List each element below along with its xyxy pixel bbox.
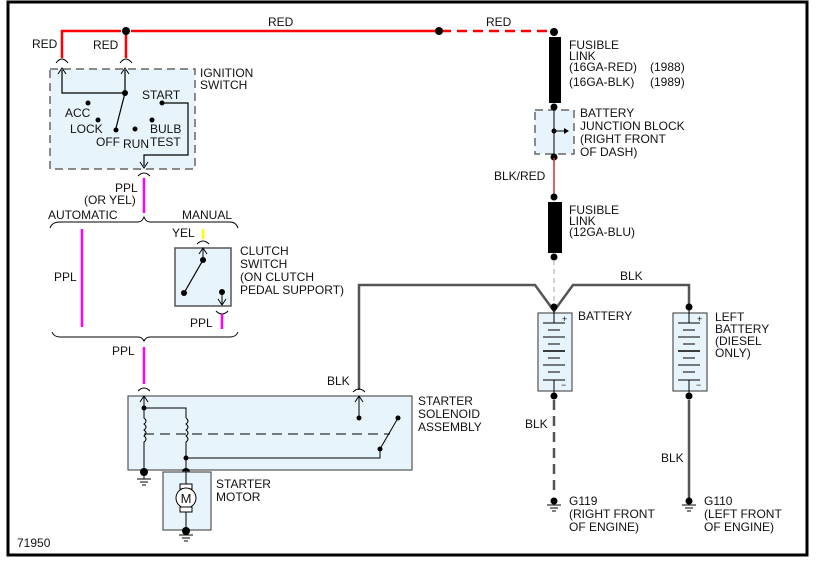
wire-label-ppl-auto: PPL bbox=[54, 270, 77, 284]
ground-g119-label-2: (RIGHT FRONT bbox=[569, 507, 655, 521]
motor-symbol: M bbox=[181, 491, 192, 506]
left-battery-label-2: BATTERY bbox=[715, 322, 769, 336]
ignition-switch-label-2: SWITCH bbox=[200, 78, 247, 92]
solenoid-label-1: STARTER bbox=[418, 394, 473, 408]
wire-label-ppl-1: PPL bbox=[115, 181, 138, 195]
starter-motor-label-2: MOTOR bbox=[216, 490, 261, 504]
ground-g110-label-2: (LEFT FRONT bbox=[704, 507, 782, 521]
wire-label-red-mid: RED bbox=[93, 38, 119, 52]
branch-manual: MANUAL bbox=[182, 208, 232, 222]
fusible-link-top-label-2: LINK bbox=[569, 49, 596, 63]
starter-motor-label-1: STARTER bbox=[216, 477, 271, 491]
battery-minus: − bbox=[561, 380, 566, 390]
fusible-link-year-1989: (1989) bbox=[650, 75, 685, 89]
position-run: RUN bbox=[123, 137, 149, 151]
solenoid-label-3: ASSEMBLY bbox=[418, 420, 482, 434]
connector-icon bbox=[137, 172, 151, 177]
connector-icon bbox=[352, 388, 366, 393]
position-start: START bbox=[142, 88, 181, 102]
left-battery-label-4: ONLY) bbox=[715, 346, 751, 360]
wire-label-blk-solenoid: BLK bbox=[327, 374, 350, 388]
fusible-link-bottom-label-3: (12GA-BLU) bbox=[569, 225, 635, 239]
wire-label-blk-batt: BLK bbox=[525, 417, 548, 431]
fusible-link-year-1988: (1988) bbox=[650, 60, 685, 74]
junction-block-label-4: OF DASH) bbox=[580, 145, 637, 159]
wire-label-yel: YEL bbox=[172, 226, 195, 240]
ground-g110-label-1: G110 bbox=[704, 494, 733, 508]
left-battery-label-1: LEFT bbox=[715, 310, 745, 324]
fusible-link-top bbox=[549, 37, 561, 103]
position-bulb: BULB bbox=[150, 122, 181, 136]
ignition-switch-label-1: IGNITION bbox=[200, 66, 253, 80]
branch-brace-bottom bbox=[51, 331, 239, 343]
wire-label-red-top2: RED bbox=[486, 15, 512, 29]
clutch-switch bbox=[174, 247, 232, 307]
junction-block-label-3: (RIGHT FRONT bbox=[580, 132, 666, 146]
ground-icon bbox=[547, 497, 561, 512]
red-wire-top bbox=[60, 27, 558, 58]
ground-g119-label-1: G119 bbox=[569, 494, 598, 508]
wire-label-blk-red: BLK/RED bbox=[494, 169, 546, 183]
left-battery-plus: + bbox=[697, 314, 702, 324]
connector-icon bbox=[55, 58, 69, 64]
fusible-link-bottom-label-1: FUSIBLE bbox=[569, 203, 619, 217]
connector-icon bbox=[137, 387, 151, 392]
wire-label-red-top1: RED bbox=[268, 15, 294, 29]
junction-block-label-1: BATTERY bbox=[580, 106, 634, 120]
branch-brace-top bbox=[49, 215, 239, 229]
fusible-link-top-label-1: FUSIBLE bbox=[569, 38, 619, 52]
clutch-switch-label-4: PEDAL SUPPORT) bbox=[240, 283, 344, 297]
wire-label-ppl-bottom: PPL bbox=[112, 344, 135, 358]
connector-icon bbox=[196, 240, 210, 245]
ground-icon bbox=[137, 472, 151, 486]
clutch-switch-label-1: CLUTCH bbox=[240, 244, 289, 258]
ground-icon bbox=[682, 497, 696, 512]
wire-label-blk-top: BLK bbox=[620, 269, 643, 283]
starter-solenoid bbox=[127, 395, 413, 476]
figure-id: 71950 bbox=[17, 536, 51, 550]
position-lock: LOCK bbox=[70, 122, 103, 136]
starter-motor bbox=[162, 471, 212, 542]
position-off: OFF bbox=[96, 135, 120, 149]
position-test: TEST bbox=[150, 135, 181, 149]
ground-g110-label-3: OF ENGINE) bbox=[704, 520, 774, 534]
battery-junction-block bbox=[534, 103, 575, 161]
fusible-link-bottom bbox=[548, 202, 562, 253]
wire-label-ppl-2: (OR YEL) bbox=[84, 193, 136, 207]
battery bbox=[537, 303, 573, 400]
junction-block-label-2: JUNCTION BLOCK bbox=[580, 119, 685, 133]
connector-icon bbox=[119, 58, 133, 64]
solenoid-label-2: SOLENOID bbox=[418, 407, 480, 421]
left-battery-minus: − bbox=[696, 380, 701, 390]
ground-g119-label-3: OF ENGINE) bbox=[569, 520, 639, 534]
branch-automatic: AUTOMATIC bbox=[48, 208, 118, 222]
fusible-link-spec-1989: (16GA-BLK) bbox=[569, 75, 634, 89]
fusible-link-spec-1988: (16GA-RED) bbox=[569, 60, 637, 74]
left-battery-label-3: (DIESEL bbox=[715, 334, 762, 348]
wire-label-ppl-clutch: PPL bbox=[190, 316, 213, 330]
clutch-switch-label-3: (ON CLUTCH bbox=[240, 270, 314, 284]
fusible-link-bottom-label-2: LINK bbox=[569, 214, 596, 228]
left-battery bbox=[672, 303, 708, 400]
ignition-switch bbox=[49, 67, 196, 170]
battery-label: BATTERY bbox=[578, 309, 632, 323]
battery-plus: + bbox=[562, 314, 567, 324]
clutch-switch-label-2: SWITCH bbox=[240, 257, 287, 271]
wire-label-blk-left-batt: BLK bbox=[661, 451, 684, 465]
wire-label-red-left: RED bbox=[32, 37, 58, 51]
position-acc: ACC bbox=[65, 106, 91, 120]
